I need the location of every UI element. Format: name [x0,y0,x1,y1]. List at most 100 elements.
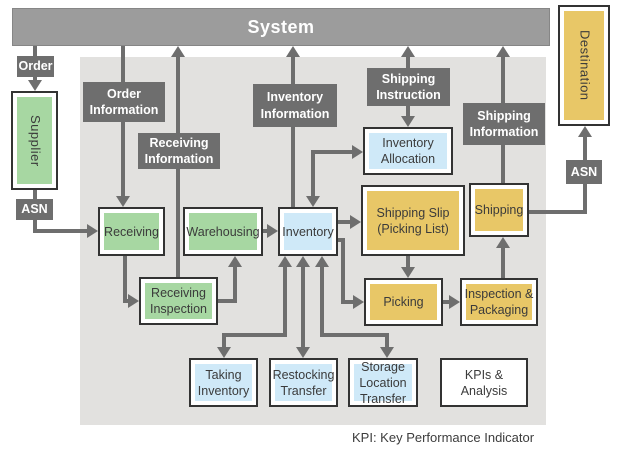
arrow-segment [311,150,315,198]
arrow-segment [233,266,237,303]
arrow-segment [283,267,287,337]
arrowhead-down [217,347,231,358]
label-asn-left: ASN [16,199,53,220]
arrowhead-right [350,215,361,229]
arrow-segment [406,256,410,267]
arrow-segment [320,267,324,337]
node-shipping-slip: Shipping Slip (Picking List) [361,185,465,256]
node-inspection-packaging-fill [466,284,532,320]
label-shipping-instruction: Shipping Instruction [367,68,450,106]
arrow-segment [222,333,226,347]
arrowhead-up [315,256,329,267]
node-destination-label: Destination [577,30,593,101]
label-order-information: Order Information [83,82,165,122]
node-inventory: Inventory [278,207,338,256]
node-supplier: Supplier [11,91,58,190]
arrowhead-up [278,256,292,267]
label-order: Order [17,56,54,77]
node-picking: Picking [364,278,443,326]
node-inspection-packaging-label: Inspection & Packaging [464,287,534,317]
arrow-segment [311,150,352,154]
arrow-segment [341,300,353,304]
arrowhead-right [87,224,98,238]
kpi-caption-text: KPI: Key Performance Indicator [352,430,535,445]
label-asn-right: ASN [566,160,602,184]
arrowhead-up [496,237,510,248]
arrowhead-down [296,347,310,358]
arrowhead-up [171,46,185,57]
arrowhead-right [449,295,460,309]
arrowhead-down [380,347,394,358]
node-receiving: Receiving [98,207,165,256]
node-kpis-analysis-label: KPIs & Analysis [460,367,508,398]
arrow-segment [291,57,295,207]
node-receiving-inspection-label: Receiving Inspection [150,286,207,316]
node-supplier-fill [17,97,52,184]
node-warehousing-label: Warehousing [186,224,260,239]
node-storage-location-transfer: Storage Location Transfer [348,358,418,407]
node-inventory-allocation-label: Inventory Allocation [380,136,436,166]
arrow-segment [123,256,127,303]
node-taking-inventory: Taking Inventory [189,358,258,407]
arrowhead-down [116,196,130,207]
arrowhead-right [353,295,364,309]
arrow-segment [33,229,87,233]
arrowhead-up [286,46,300,57]
node-inventory-allocation-fill [369,133,447,169]
arrow-segment [222,333,285,337]
node-shipping-slip-fill [367,191,459,250]
arrow-segment [301,267,305,347]
node-picking-fill [370,284,437,320]
system-bar-label: System [247,16,315,37]
label-asn-right-text: ASN [570,164,598,179]
node-warehousing-fill [189,213,257,250]
node-restocking-transfer: Restocking Transfer [269,358,338,407]
arrowhead-up [401,46,415,57]
arrow-segment [218,299,237,303]
arrowhead-up [496,46,510,57]
arrowhead-down [401,116,415,127]
node-receiving-inspection: Receiving Inspection [139,277,218,325]
label-order-text: Order [18,59,53,74]
arrowhead-up [296,256,310,267]
node-storage-location-transfer-label: Storage Location Transfer [359,359,407,406]
node-destination: Destination [558,5,610,126]
node-picking-label: Picking [383,295,424,309]
node-shipping-label: Shipping [474,203,524,217]
node-destination-fill [564,11,604,120]
arrowhead-right [128,294,139,308]
node-taking-inventory-fill [195,364,252,401]
arrowhead-right [267,224,278,238]
label-shipping-information: Shipping Information [463,103,545,145]
node-restocking-transfer-label: Restocking Transfer [272,367,335,398]
label-inventory-information: Inventory Information [253,84,337,127]
kpi-caption: KPI: Key Performance Indicator [352,430,534,445]
arrowhead-down [306,196,320,207]
node-warehousing: Warehousing [183,207,263,256]
arrowhead-up [578,126,592,137]
node-kpis-analysis: KPIs & Analysis [440,358,528,407]
arrow-segment [385,333,389,347]
arrowhead-down [28,80,42,91]
arrow-segment [529,210,587,214]
node-receiving-label: Receiving [104,224,159,239]
label-receiving-information-text: Receiving Information [144,135,214,166]
arrow-segment [320,333,389,337]
arrow-segment [443,300,449,304]
label-receiving-information: Receiving Information [138,133,220,169]
node-storage-location-transfer-fill [354,364,412,401]
label-shipping-information-text: Shipping Information [469,108,539,139]
label-inventory-information-text: Inventory Information [260,90,330,121]
arrowhead-down [401,267,415,278]
arrow-segment [341,238,345,304]
label-order-information-text: Order Information [89,86,159,117]
node-shipping-slip-label: Shipping Slip (Picking List) [376,205,450,236]
node-shipping: Shipping [469,183,529,237]
node-shipping-fill [475,189,523,231]
arrow-segment [263,229,269,233]
node-taking-inventory-label: Taking Inventory [197,367,250,398]
node-inventory-fill [284,213,332,250]
node-receiving-fill [104,213,159,250]
node-supplier-label: Supplier [27,114,43,167]
